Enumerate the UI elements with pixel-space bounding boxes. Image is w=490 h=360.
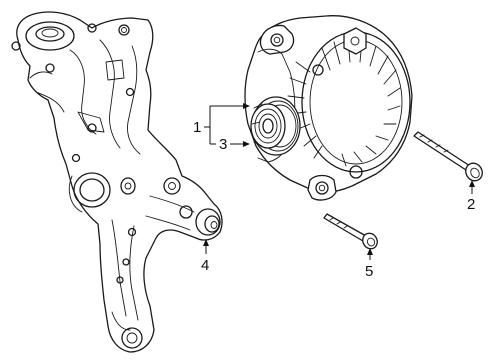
callout-3-label: 3: [219, 136, 227, 153]
callout-5: 5: [365, 248, 373, 280]
callout-3: 3: [210, 136, 250, 153]
callout-4: 4: [201, 239, 209, 274]
callout-1-arrowhead: [243, 103, 250, 109]
callout-2-arrowhead: [469, 180, 475, 187]
callout-5-arrowhead: [367, 248, 373, 255]
callout-1: 1: [193, 103, 250, 144]
callout-2: 2: [467, 180, 475, 213]
callout-5-label: 5: [365, 263, 373, 280]
steering-knuckle: [11, 11, 223, 353]
callout-1-label: 1: [193, 119, 201, 136]
callout-4-label: 4: [201, 257, 209, 274]
callout-4-arrowhead: [203, 239, 209, 246]
callout-2-label: 2: [467, 196, 475, 213]
alternator-pulley: [250, 96, 301, 156]
alternator-bolt-long: [413, 131, 483, 182]
alternator-bolt-short: [323, 213, 378, 250]
callout-3-arrowhead: [243, 141, 250, 147]
